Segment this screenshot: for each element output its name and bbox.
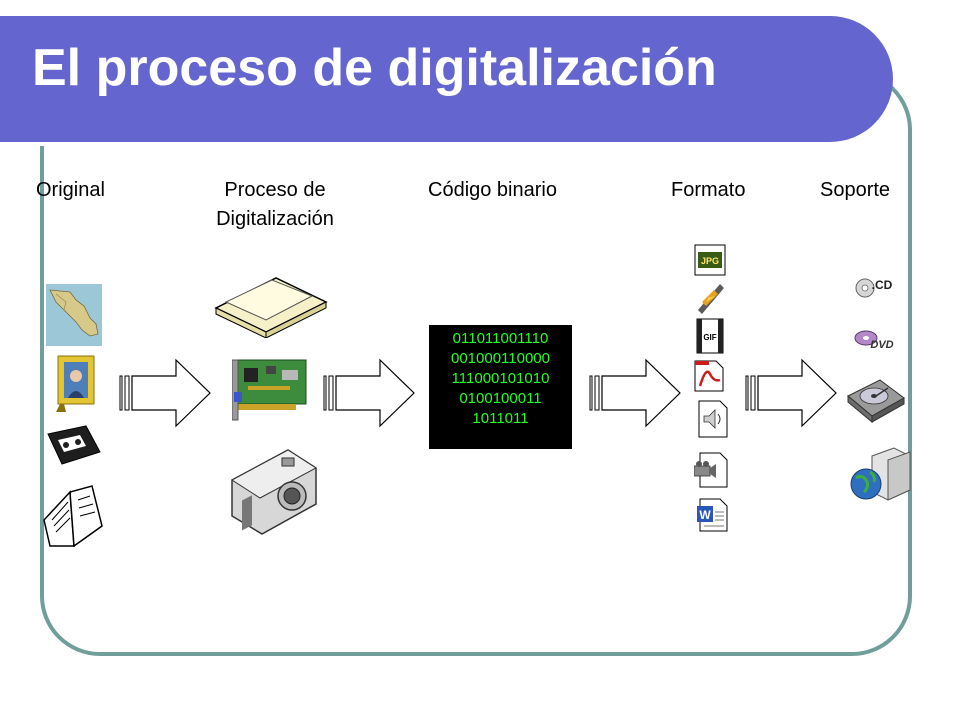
dvd-icon: DVD: [854, 330, 894, 351]
binary-line: 0100100011: [459, 390, 542, 407]
label-proceso: Proceso de Digitalización: [205, 176, 345, 234]
jpg-label: JPG: [701, 256, 719, 266]
jpg-file-icon: JPG: [694, 244, 726, 276]
web-server-icon: [850, 447, 911, 501]
pdf-file-icon: [694, 360, 724, 392]
arrow-original-to-process: [119, 358, 211, 428]
cd-label: .CD: [872, 278, 893, 292]
binary-code-box: 011011001110 001000110000 111000101010 0…: [429, 325, 572, 449]
cd-icon: .CD: [855, 278, 893, 298]
video-file-icon: [694, 452, 728, 488]
label-soporte: Soporte: [820, 179, 891, 201]
title-underline: [0, 142, 848, 146]
gif-file-icon: GIF: [696, 318, 724, 354]
map-icon: [46, 284, 102, 346]
dvd-label: DVD: [870, 339, 893, 351]
digital-camera-icon: [231, 449, 317, 535]
open-book-icon: [43, 485, 103, 548]
photo-frame-icon: [56, 355, 95, 412]
label-proceso-line1: Proceso de: [224, 179, 326, 201]
flatbed-scanner-icon: [214, 277, 328, 338]
video-cassette-icon: [47, 425, 101, 465]
binary-line: 011011001110: [452, 330, 549, 347]
label-codigo: Código binario: [428, 179, 557, 201]
slide-title: El proceso de digitalización: [32, 39, 717, 97]
binary-line: 001000110000: [451, 350, 550, 367]
hard-drive-icon: [847, 379, 905, 424]
binary-line: 1011011: [472, 410, 529, 427]
audio-file-icon: [698, 400, 728, 438]
binary-line: 111000101010: [451, 370, 550, 387]
svg-text:W: W: [699, 508, 711, 522]
capture-card-icon: [232, 359, 307, 421]
label-formato: Formato: [671, 179, 746, 201]
gif-label: GIF: [703, 333, 716, 342]
flash-file-icon: [698, 284, 724, 314]
arrow-format-to-support: [745, 358, 837, 428]
title-bar: [0, 16, 893, 146]
arrow-binary-to-format: [589, 358, 681, 428]
arrow-process-to-binary: [323, 358, 415, 428]
word-file-icon: W: [697, 498, 728, 532]
label-proceso-line2: Digitalización: [216, 208, 334, 230]
label-original: Original: [36, 179, 105, 201]
